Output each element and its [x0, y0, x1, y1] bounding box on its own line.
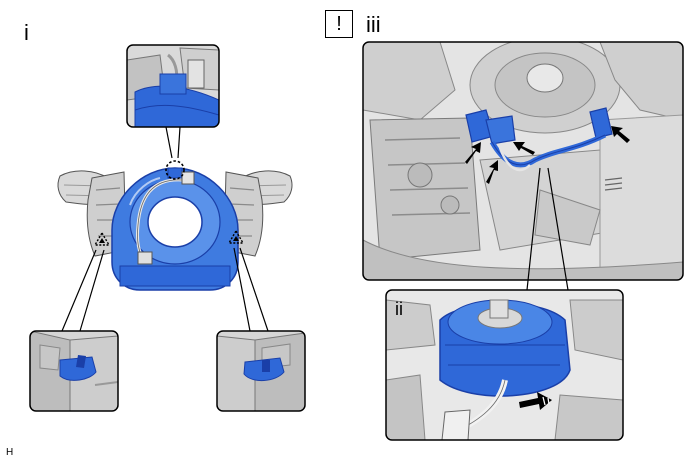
leader-lines-i: [61, 126, 269, 332]
step-i-label: i: [24, 20, 29, 45]
spiral-cable-hole: [147, 196, 203, 248]
connector-right-blue: [589, 107, 613, 139]
black-arrow-icon: [465, 142, 481, 164]
step-ii-panel: [385, 289, 624, 441]
dotted-triangle-icon: [227, 229, 245, 244]
connector-callout-circle: [165, 160, 185, 180]
detail-panel-claw-right: [216, 330, 306, 412]
step-ii-label: ii: [395, 299, 403, 319]
leader-lines-iii: [526, 167, 569, 291]
black-arrow-icon: [611, 126, 630, 143]
detail-panel-connector: [126, 44, 220, 128]
caution-icon: !: [325, 10, 353, 38]
footer-code: H: [6, 447, 14, 458]
black-arrow-icon: [513, 142, 535, 155]
step-i-assembly: [57, 160, 293, 291]
striped-arrow-icon: [519, 392, 552, 410]
step-iii-label: iii: [366, 12, 381, 37]
black-arrow-icon: [486, 160, 498, 184]
step-iii-panel: [362, 41, 684, 281]
detail-panel-claw-left: [29, 330, 119, 412]
dotted-triangle-icon: [93, 231, 111, 246]
